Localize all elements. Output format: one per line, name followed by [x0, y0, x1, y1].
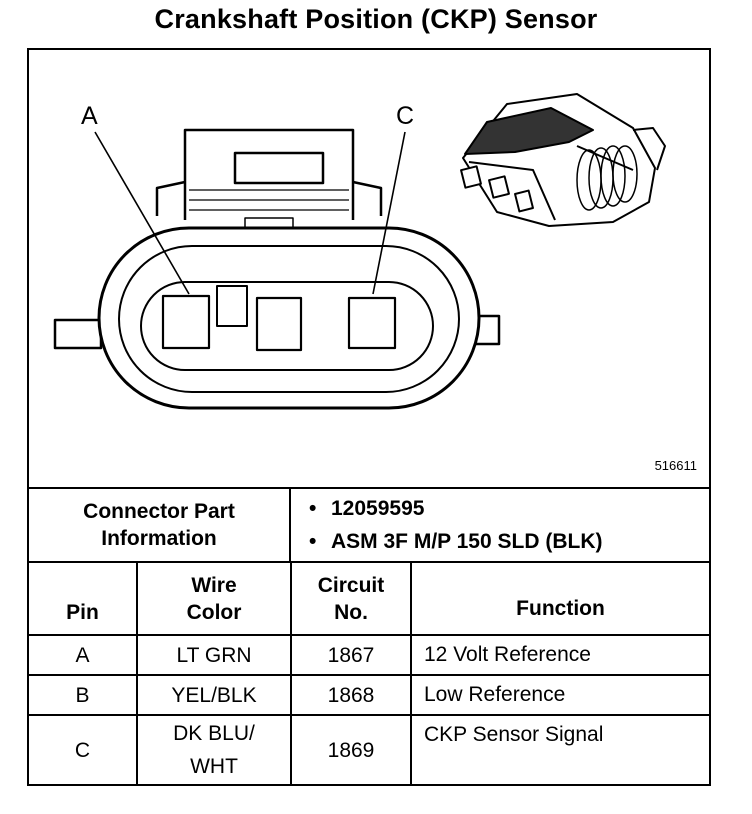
connector-latch — [155, 128, 383, 231]
pin-cavity-b — [255, 296, 303, 352]
part-number: 12059595 — [309, 492, 709, 525]
page-title: Crankshaft Position (CKP) Sensor — [154, 4, 598, 34]
pin-table: Pin Wire Color Circuit No. Function A LT… — [29, 563, 709, 784]
connector-info-label: Connector Part Information — [29, 489, 291, 561]
circuit-cell: 1867 — [290, 634, 412, 676]
header-pin: Pin — [29, 563, 138, 636]
connector-info-label-line2: Information — [101, 527, 217, 550]
table-row: C DK BLU/ WHT 1869 CKP Sensor Signal — [29, 714, 709, 784]
wire-color-cell: YEL/BLK — [136, 674, 292, 716]
circuit-cell: 1868 — [290, 674, 412, 716]
function-cell: CKP Sensor Signal — [410, 714, 709, 784]
wire-color-cell: LT GRN — [136, 634, 292, 676]
header-wire-color: Wire Color — [136, 563, 292, 636]
wire-color-line2: WHT — [190, 755, 238, 778]
leader-line-a — [94, 131, 190, 295]
pin-cell: A — [29, 634, 138, 676]
keying-tab — [216, 285, 248, 327]
pin-cavity-c — [347, 296, 397, 350]
connector-info-row: Connector Part Information 12059595 ASM … — [29, 487, 709, 563]
pin-cavity-a — [161, 294, 211, 350]
connector-body-inner — [140, 281, 434, 371]
connector-diagram: A C — [53, 93, 666, 410]
table-row: B YEL/BLK 1868 Low Reference — [29, 674, 709, 716]
header-function: Function — [410, 563, 709, 636]
wire-color-line1: DK BLU/ — [173, 722, 255, 745]
connector-info-label-line1: Connector Part — [83, 500, 235, 523]
circuit-cell: 1869 — [290, 714, 412, 784]
connector-body-outer — [97, 226, 481, 410]
wire-color-cell: DK BLU/ WHT — [136, 714, 292, 784]
pin-label-a: A — [81, 102, 98, 130]
connector-sheet: A C 516611 Connector Part Information — [27, 48, 711, 786]
leader-line-c — [372, 131, 406, 295]
header-circuit-no: Circuit No. — [290, 563, 412, 636]
pin-table-header: Pin Wire Color Circuit No. Function — [29, 563, 709, 636]
part-number: ASM 3F M/P 150 SLD (BLK) — [309, 525, 709, 558]
connector-perspective-icon — [460, 93, 666, 227]
table-row: A LT GRN 1867 12 Volt Reference — [29, 634, 709, 676]
figure-number: 516611 — [654, 458, 697, 473]
connector-part-numbers: 12059595 ASM 3F M/P 150 SLD (BLK) — [291, 489, 709, 561]
function-cell: 12 Volt Reference — [410, 634, 709, 676]
function-cell: Low Reference — [410, 674, 709, 716]
pin-label-c: C — [396, 102, 414, 130]
connector-body-middle — [118, 245, 460, 393]
side-tab-left — [53, 318, 103, 350]
pin-cell: C — [29, 714, 138, 784]
pin-cell: B — [29, 674, 138, 716]
